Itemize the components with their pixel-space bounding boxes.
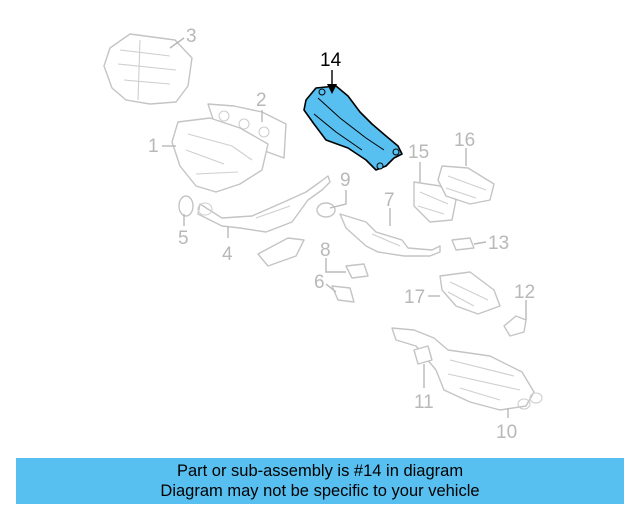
callout-3[interactable]: 3 xyxy=(186,26,197,47)
callout-5[interactable]: 5 xyxy=(178,228,189,249)
leader-8 xyxy=(325,258,346,273)
callout-11[interactable]: 11 xyxy=(414,392,434,413)
leader-6 xyxy=(325,283,337,293)
callout-13[interactable]: 13 xyxy=(488,233,509,254)
callout-1[interactable]: 1 xyxy=(148,136,159,157)
part-11-hanger[interactable] xyxy=(413,345,433,365)
leader-3 xyxy=(169,37,185,49)
part-7-center-pipe[interactable] xyxy=(339,213,441,257)
part-16-heat-shield[interactable] xyxy=(437,165,495,205)
catalytic-converter-shield[interactable] xyxy=(257,237,305,267)
callout-17[interactable]: 17 xyxy=(404,287,425,308)
part-3-engine-cover[interactable] xyxy=(103,33,193,105)
callout-14[interactable]: 14 xyxy=(320,50,342,71)
part-5-gasket[interactable] xyxy=(178,195,194,217)
arrowhead-14 xyxy=(327,84,337,94)
part-1-exhaust-manifold[interactable] xyxy=(171,117,269,193)
callout-16[interactable]: 16 xyxy=(454,130,475,151)
part-13-sensor[interactable] xyxy=(451,237,475,251)
banner-line-disclaimer: Diagram may not be specific to your vehi… xyxy=(160,482,480,500)
part-6-bracket[interactable] xyxy=(331,285,355,303)
callout-8[interactable]: 8 xyxy=(320,240,331,261)
banner-line-part-number: Part or sub-assembly is #14 in diagram xyxy=(176,462,464,480)
leader-13 xyxy=(473,241,487,245)
part-4-front-pipe[interactable] xyxy=(197,175,331,233)
callout-15[interactable]: 15 xyxy=(408,142,429,163)
part-8-hanger[interactable] xyxy=(345,263,369,279)
exhaust-parts-diagram: 1 2 3 4 5 6 7 8 9 10 11 12 13 14 15 16 1… xyxy=(103,26,543,443)
callout-9[interactable]: 9 xyxy=(340,170,351,191)
part-12-bracket[interactable] xyxy=(503,315,527,337)
leader-9 xyxy=(329,190,347,209)
callout-12[interactable]: 12 xyxy=(514,282,535,303)
callout-7[interactable]: 7 xyxy=(384,190,395,211)
callout-10[interactable]: 10 xyxy=(496,422,517,443)
part-17-heat-shield[interactable] xyxy=(439,271,501,315)
info-banner: Part or sub-assembly is #14 in diagram D… xyxy=(16,458,624,504)
callout-6[interactable]: 6 xyxy=(314,272,325,293)
part-14-heat-shield[interactable] xyxy=(303,85,403,171)
callout-2[interactable]: 2 xyxy=(256,90,267,111)
part-9-clamp[interactable] xyxy=(316,202,336,218)
callout-4[interactable]: 4 xyxy=(222,244,233,265)
